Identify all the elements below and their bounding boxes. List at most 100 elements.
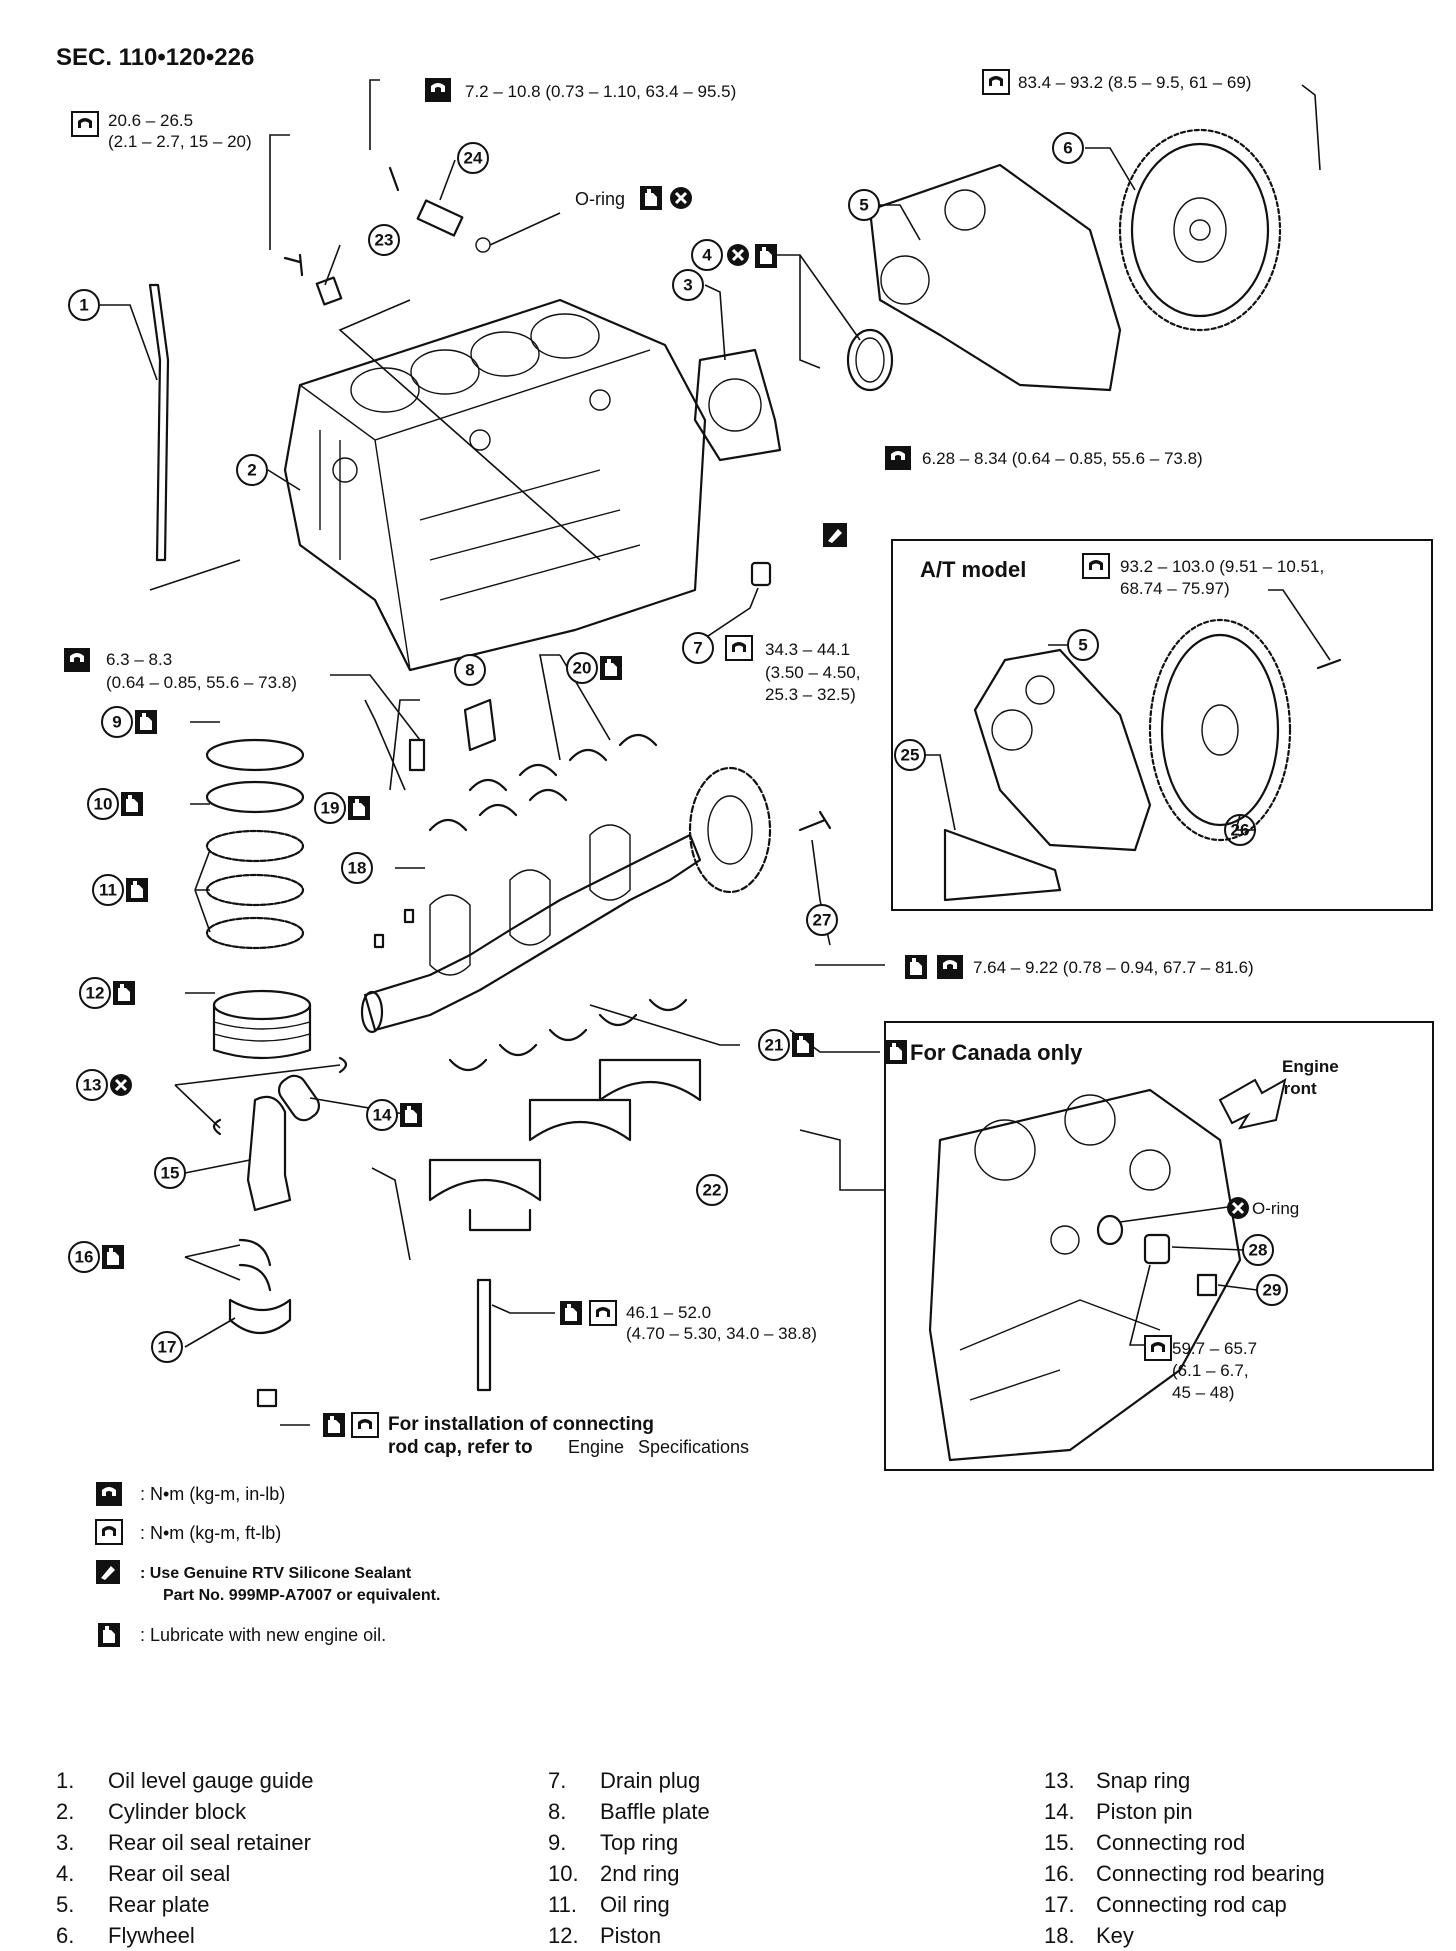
connecting-rod-nut: [256, 1388, 278, 1408]
engine-front-label-a: Engine: [1282, 1057, 1339, 1076]
parts-list: 1.Oil level gauge guide 2.Cylinder block…: [56, 1765, 1436, 1948]
callout-8: 8: [454, 654, 486, 686]
svg-text:27: 27: [813, 911, 832, 930]
leader-lines: [100, 79, 1321, 1426]
engine-front-label-b: front: [1278, 1079, 1317, 1098]
torque-in-lb-icon: [425, 78, 451, 102]
oil-can-icon: [323, 1413, 345, 1437]
torque-spec-23-b: (2.1 – 2.7, 15 – 20): [108, 132, 252, 151]
signal-plate: [688, 766, 772, 894]
second-ring: [205, 780, 305, 814]
canada-oring-label: O-ring: [1252, 1199, 1299, 1218]
svg-text:12: 12: [86, 984, 105, 1003]
replace-icon: [1225, 1195, 1251, 1221]
torque-in-lb-icon: [937, 955, 963, 979]
at-spec-a: 93.2 – 103.0 (9.51 – 10.51,: [1120, 557, 1324, 576]
list-item: 7.Drain plug: [548, 1768, 701, 1793]
canada-block-detail: [928, 1088, 1242, 1462]
connecting-rod: [246, 1095, 292, 1212]
sealant-icon: [823, 523, 847, 547]
callout-9: 9: [101, 706, 133, 738]
main-cap-bolt: [476, 1278, 492, 1392]
main-bearings-thrust: [428, 788, 568, 832]
svg-text:17: 17: [158, 1338, 177, 1357]
svg-text:3: 3: [683, 276, 692, 295]
list-item: 14.Piston pin: [1044, 1799, 1193, 1824]
rodcap-note-link-engine[interactable]: Engine: [568, 1437, 624, 1457]
callout-13: 13: [76, 1069, 108, 1101]
oil-ring-3: [205, 916, 305, 950]
callout-11: 11: [92, 874, 124, 906]
oil-can-icon: [126, 878, 148, 902]
list-item: 15.Connecting rod: [1044, 1830, 1246, 1855]
torque-spec-6: 83.4 – 93.2 (8.5 – 9.5, 61 – 69): [1018, 73, 1251, 92]
oil-can-icon: [102, 1245, 124, 1269]
callout-10: 10: [87, 788, 119, 820]
parts-list-col-2: 7.Drain plug 8.Baffle plate 9.Top ring 1…: [548, 1765, 710, 1951]
canada-box: For Canada only Engine front O-ring 59.7…: [884, 1021, 1434, 1471]
sensor-24: [388, 166, 491, 253]
torque-ft-lb-icon: [982, 69, 1010, 95]
at-model-box: A/T model 93.2 – 103.0 (9.51 – 10.51, 68…: [891, 539, 1433, 911]
torque-spec-24: 7.2 – 10.8 (0.73 – 1.10, 63.4 – 95.5): [465, 82, 736, 101]
torque-ft-lb-icon: [589, 1300, 617, 1326]
callout-15: 15: [154, 1157, 186, 1189]
list-item: 18.Key: [1044, 1923, 1134, 1948]
list-item: 17.Connecting rod cap: [1044, 1892, 1287, 1917]
section-title: SEC. 110•120•226: [56, 44, 254, 71]
at-cover-25: [943, 828, 1062, 902]
svg-text:19: 19: [321, 799, 340, 818]
oil-can-icon: [135, 710, 157, 734]
main-bearing-caps: [428, 1058, 702, 1232]
legend-torque-in-lb: : N•m (kg-m, in-lb): [140, 1484, 285, 1504]
svg-text:5: 5: [1078, 636, 1087, 655]
canada-spec-c: 45 – 48): [1172, 1383, 1234, 1402]
list-item: 1.Oil level gauge guide: [56, 1768, 314, 1793]
svg-text:21: 21: [765, 1036, 784, 1055]
svg-text:28: 28: [1249, 1241, 1268, 1260]
oil-ring-2: [205, 873, 305, 907]
connecting-rod-bearing: [238, 1238, 272, 1292]
svg-text:22: 22: [703, 1181, 722, 1200]
torque-ft-lb-icon: [1144, 1335, 1172, 1361]
svg-text:15: 15: [161, 1164, 180, 1183]
svg-text:18: 18: [348, 859, 367, 878]
list-item: 13.Snap ring: [1044, 1768, 1191, 1793]
torque-spec-7-c: 25.3 – 32.5): [765, 685, 856, 704]
rear-plate: [868, 163, 1122, 392]
svg-text:4: 4: [702, 246, 712, 265]
legend-sealant-a: : Use Genuine RTV Silicone Sealant: [140, 1565, 412, 1582]
list-item: 9.Top ring: [548, 1830, 679, 1855]
parts-list-col-3: 13.Snap ring 14.Piston pin 15.Connecting…: [1044, 1765, 1325, 1951]
oil-ring-1: [205, 829, 305, 863]
svg-text:7: 7: [693, 639, 702, 658]
snap-ring-upper: [338, 1056, 348, 1074]
drain-plug: [750, 561, 772, 587]
list-item: 3.Rear oil seal retainer: [56, 1830, 311, 1855]
svg-text:23: 23: [375, 231, 394, 250]
oil-level-gauge-guide: [148, 283, 170, 562]
oil-can-icon: [600, 656, 622, 680]
callout-20: 20: [566, 652, 598, 684]
torque-ft-lb-icon: [351, 1412, 379, 1438]
oring-label: O-ring: [575, 189, 625, 209]
list-item: 6.Flywheel: [56, 1923, 195, 1948]
list-item: 4.Rear oil seal: [56, 1861, 231, 1886]
oil-can-icon: [348, 796, 370, 820]
oil-can-icon: [560, 1301, 582, 1325]
canada-oring: [1096, 1214, 1124, 1246]
rear-oil-seal: [846, 328, 894, 392]
list-item: 8.Baffle plate: [548, 1799, 710, 1824]
list-item: 5.Rear plate: [56, 1892, 210, 1917]
callout-6: 6: [1052, 132, 1084, 164]
cylinder-block: [283, 298, 707, 672]
list-item: 12.Piston: [548, 1923, 662, 1948]
legend: : N•m (kg-m, in-lb) : N•m (kg-m, ft-lb) …: [95, 1482, 440, 1647]
rodcap-note-link-specs[interactable]: Specifications: [638, 1437, 749, 1457]
snap-ring-lower: [212, 1118, 222, 1136]
callout-14: 14: [366, 1099, 398, 1131]
parts-list-col-1: 1.Oil level gauge guide 2.Cylinder block…: [56, 1765, 313, 1951]
callout-28: 28: [1242, 1234, 1274, 1266]
torque-spec-8-a: 6.3 – 8.3: [106, 650, 172, 669]
svg-text:6: 6: [1063, 139, 1072, 158]
